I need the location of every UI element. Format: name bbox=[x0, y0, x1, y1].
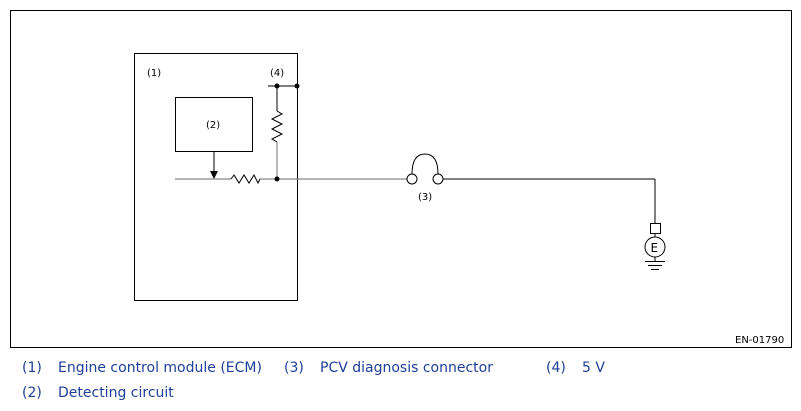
legend-item-1: (1) Engine control module (ECM) bbox=[22, 360, 262, 376]
detecting-circuit-callout: (2) bbox=[206, 120, 220, 131]
legend-item-3: (3) PCV diagnosis connector bbox=[284, 360, 493, 376]
five-volt-callout: (4) bbox=[270, 68, 284, 79]
legend-number: (4) bbox=[546, 360, 566, 376]
ground-terminal bbox=[650, 223, 661, 234]
five-volt-terminal bbox=[294, 83, 300, 89]
pcv-connector-callout: (3) bbox=[418, 192, 432, 203]
diagram-frame bbox=[10, 10, 792, 348]
legend-item-2: (2) Detecting circuit bbox=[22, 385, 174, 401]
connector-pin-right bbox=[432, 173, 444, 185]
legend-text: PCV diagnosis connector bbox=[320, 360, 493, 376]
legend-number: (1) bbox=[22, 360, 42, 376]
ground-callout: E bbox=[651, 241, 659, 255]
legend-number: (3) bbox=[284, 360, 304, 376]
connector-loop bbox=[411, 153, 439, 175]
connector-pin-left bbox=[406, 173, 418, 185]
legend-number: (2) bbox=[22, 385, 42, 401]
legend-item-4: (4) 5 V bbox=[546, 360, 605, 376]
ecm-box bbox=[134, 53, 298, 301]
ecm-callout: (1) bbox=[147, 68, 161, 79]
figure-code: EN-01790 bbox=[735, 335, 784, 346]
signal-node bbox=[274, 176, 280, 182]
series-resistor bbox=[230, 173, 261, 185]
legend-text: Detecting circuit bbox=[58, 385, 174, 401]
pullup-resistor bbox=[270, 110, 284, 143]
legend-text: 5 V bbox=[582, 360, 605, 376]
sense-arrow-head bbox=[210, 171, 218, 179]
legend-text: Engine control module (ECM) bbox=[58, 360, 262, 376]
detecting-circuit-box bbox=[175, 97, 253, 152]
